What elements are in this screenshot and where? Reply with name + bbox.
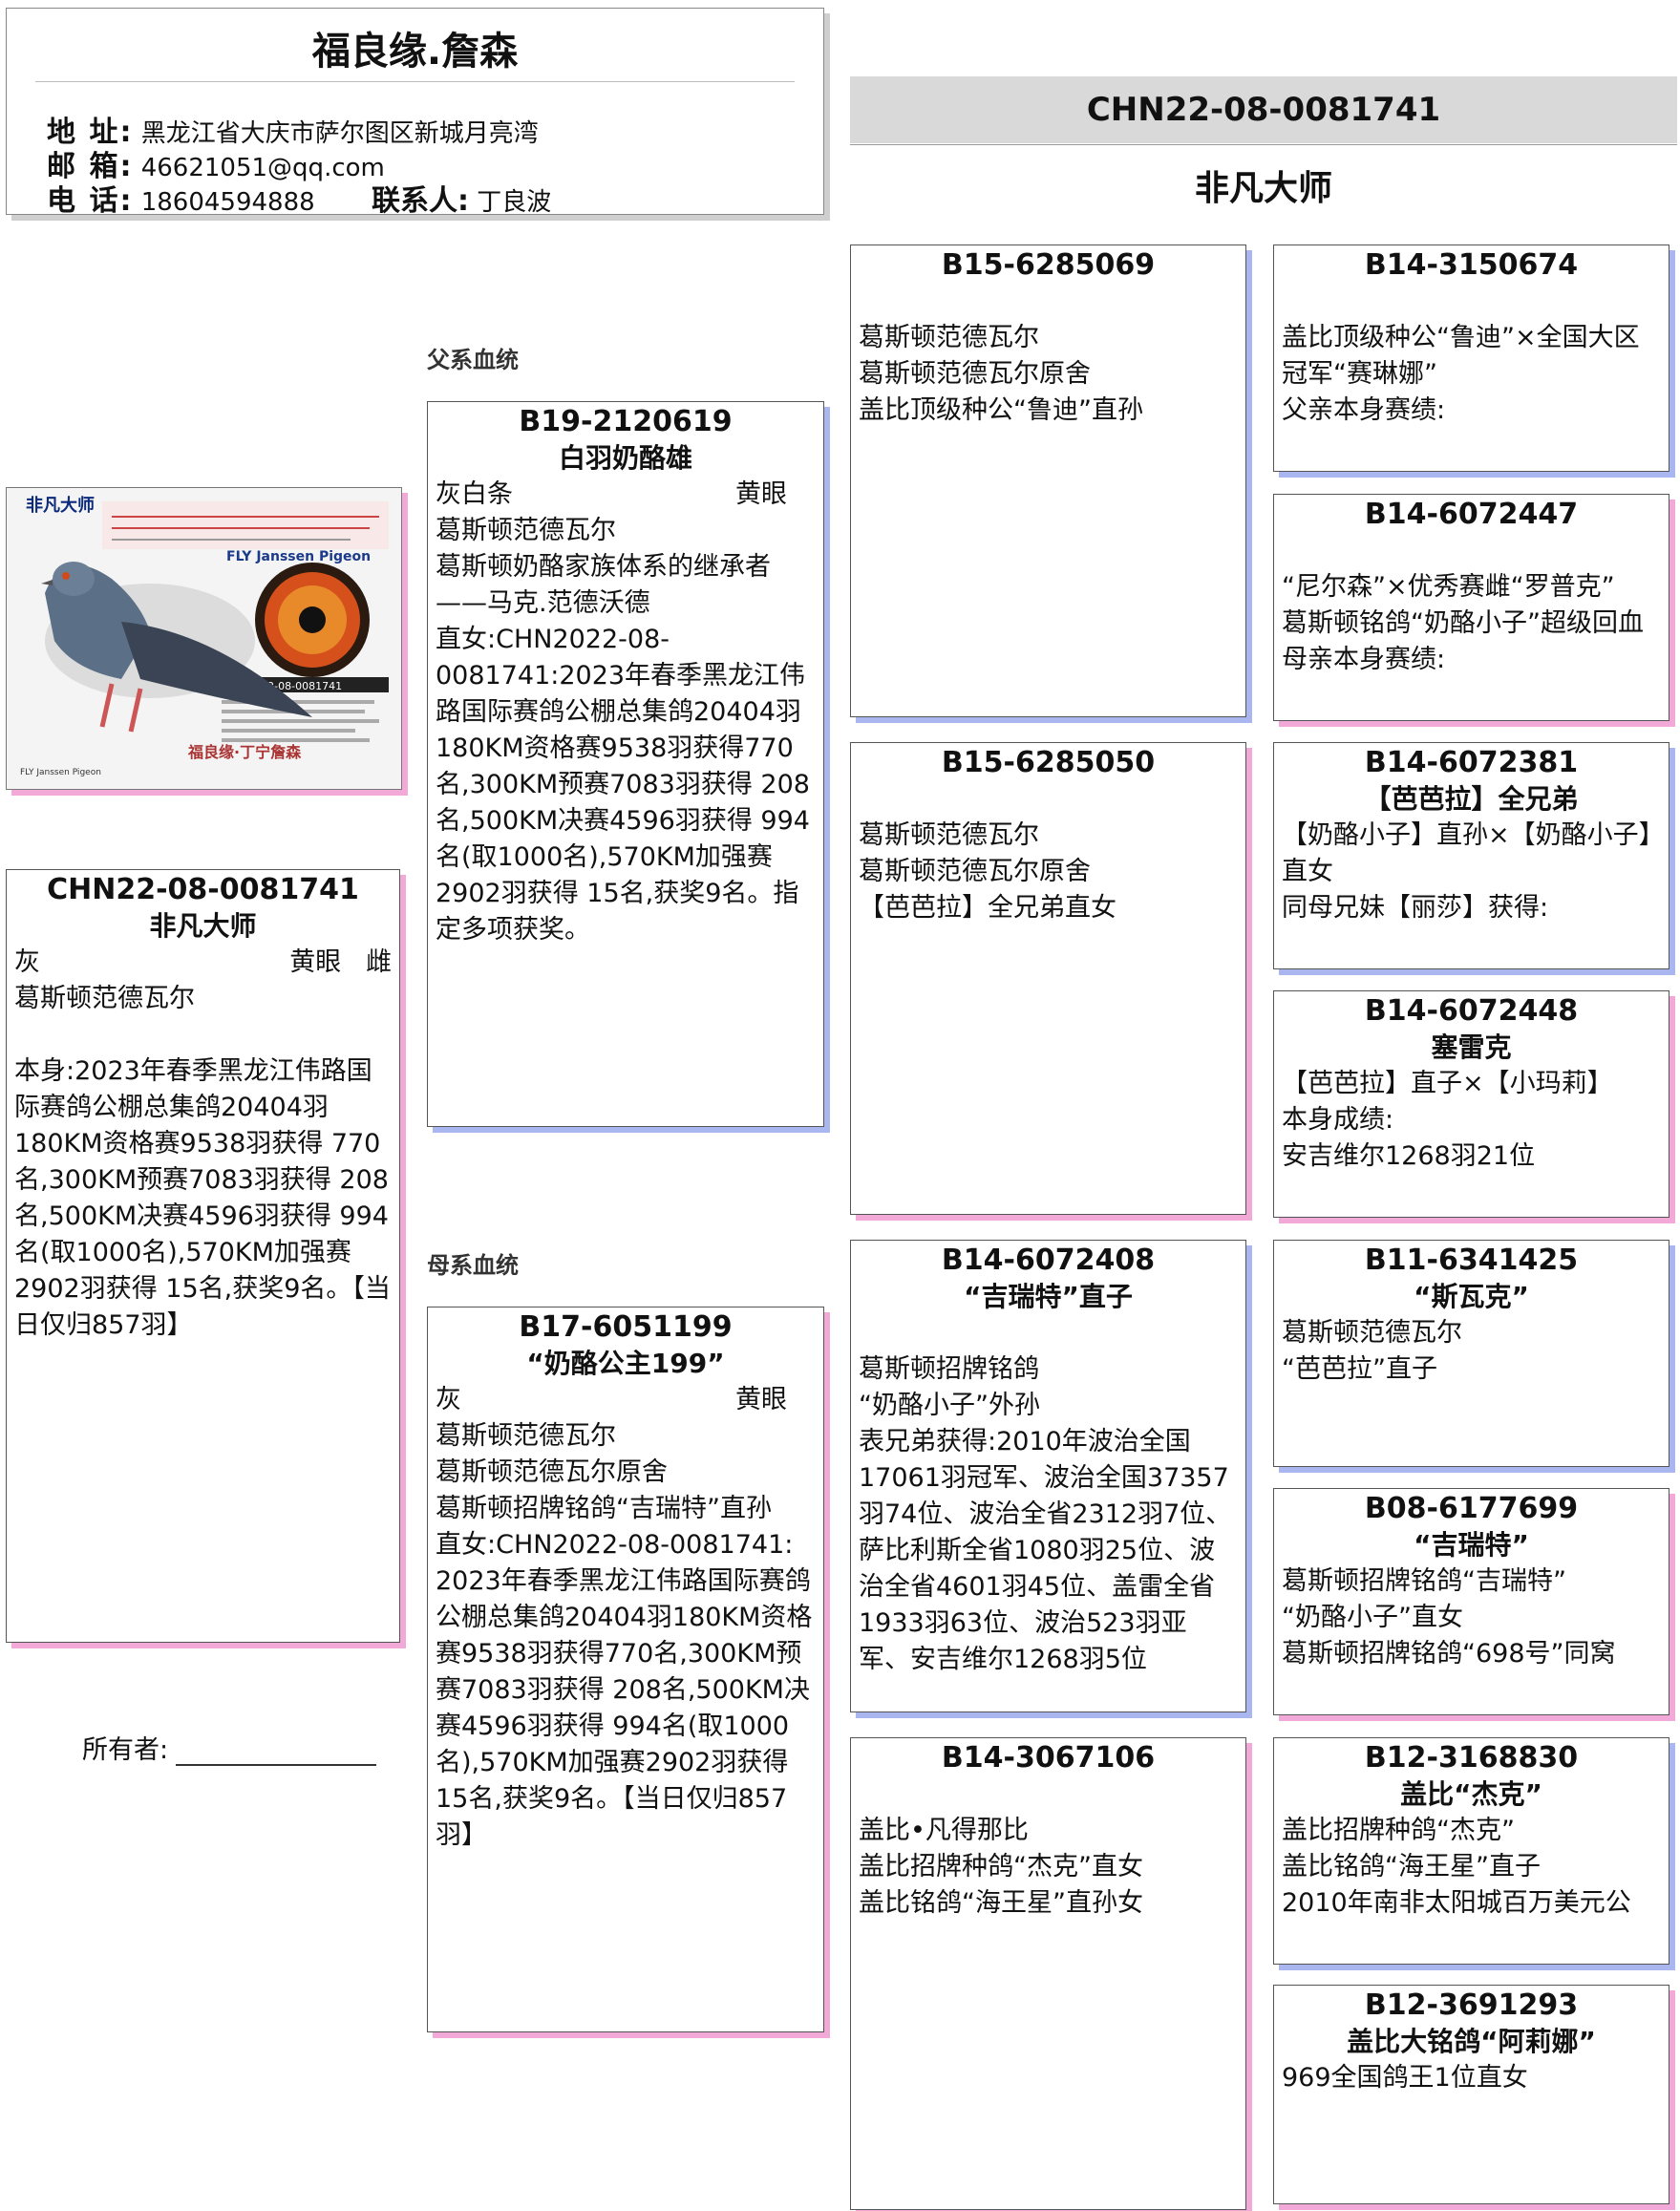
great-grandparent-card: B14-6072381 【芭芭拉】全兄弟 【奶酪小子】直孙×【奶酪小子】直女 同… — [1273, 742, 1669, 969]
dam-section-label: 母系血统 — [427, 1246, 519, 1280]
great-grandparent-name — [1274, 284, 1669, 320]
subject-eye-sex: 黄眼 雌 — [289, 945, 392, 981]
great-grandparent-card: B12-3168830 盖比“杰克” 盖比招牌种鸽“杰克” 盖比铭鸽“海王星”直… — [1273, 1737, 1669, 1965]
great-grandparent-name — [1274, 533, 1669, 569]
sire-attributes: 灰白条 黄眼 — [428, 477, 823, 513]
great-grandparent-body: 969全国鸽王1位直女 — [1274, 2060, 1669, 2096]
great-grandparent-name: 盖比“杰克” — [1274, 1776, 1669, 1813]
grandparent-card: B15-6285050 葛斯顿范德瓦尔 葛斯顿范德瓦尔原舍 【芭芭拉】全兄弟直女 — [850, 742, 1246, 1215]
ring-header-divider — [850, 144, 1677, 145]
grandparent-body: 盖比•凡得那比 盖比招牌种鸽“杰克”直女 盖比铭鸽“海王星”直孙女 — [851, 1813, 1245, 1922]
great-grandparent-name: 盖比大铭鸽“阿莉娜” — [1274, 2024, 1669, 2060]
photo-signature: 福良缘·丁宁詹森 — [187, 743, 302, 761]
great-grandparent-name: 塞雷克 — [1274, 1030, 1669, 1066]
breeder-info-box: 福良缘.詹森 地 址: 黑龙江省大庆市萨尔图区新城月亮湾 邮 箱: 466210… — [6, 8, 824, 215]
grandparent-card: B15-6285069 葛斯顿范德瓦尔 葛斯顿范德瓦尔原舍 盖比顶级种公“鲁迪”… — [850, 244, 1246, 717]
phone-row: 电 话: 18604594888 — [47, 177, 315, 219]
grandparent-card: B14-6072408 “吉瑞特”直子 葛斯顿招牌铭鸽 “奶酪小子”外孙 表兄弟… — [850, 1240, 1246, 1712]
great-grandparent-body: 葛斯顿范德瓦尔 “芭芭拉”直子 — [1274, 1315, 1669, 1388]
grandparent-name — [851, 781, 1245, 818]
sire-name: 白羽奶酪雄 — [428, 440, 823, 477]
great-grandparent-ring: B12-3168830 — [1274, 1740, 1669, 1776]
pigeon-photo-illustration: 非凡大师 FLY Janssen Pigeon CHN2022-08-00817… — [7, 488, 401, 789]
grandparent-card: B14-3067106 盖比•凡得那比 盖比招牌种鸽“杰克”直女 盖比铭鸽“海王… — [850, 1737, 1246, 2210]
dam-name: “奶酪公主199” — [428, 1346, 823, 1382]
dam-eye: 黄眼 — [735, 1382, 816, 1418]
great-grandparent-ring: B14-6072381 — [1274, 745, 1669, 781]
pigeon-photo: 非凡大师 FLY Janssen Pigeon CHN2022-08-00817… — [6, 487, 402, 790]
subject-lineage: 葛斯顿范德瓦尔 — [7, 981, 399, 1017]
subject-name-header: 非凡大师 — [850, 160, 1677, 210]
great-grandparent-ring: B08-6177699 — [1274, 1491, 1669, 1527]
subject-ring-header: CHN22-08-0081741 — [850, 76, 1677, 143]
grandparent-name — [851, 1776, 1245, 1813]
photo-title: 非凡大师 — [26, 495, 95, 516]
sire-ring: B19-2120619 — [428, 404, 823, 440]
great-grandparent-ring: B14-6072447 — [1274, 497, 1669, 533]
great-grandparent-body: 【芭芭拉】直子×【小玛莉】 本身成绩: 安吉维尔1268羽21位 — [1274, 1066, 1669, 1175]
sire-card: B19-2120619 白羽奶酪雄 灰白条 黄眼 葛斯顿范德瓦尔 葛斯顿奶酪家族… — [427, 401, 824, 1127]
phone-value: 18604594888 — [141, 188, 315, 217]
great-grandparent-body: 【奶酪小子】直孙×【奶酪小子】直女 同母兄妹【丽莎】获得: — [1274, 818, 1669, 926]
grandparent-ring: B14-3067106 — [851, 1740, 1245, 1776]
subject-spacer — [7, 1017, 399, 1053]
grandparent-body: 葛斯顿招牌铭鸽 “奶酪小子”外孙 表兄弟获得:2010年波治全国17061羽冠军… — [851, 1351, 1245, 1678]
contact-value: 丁良波 — [477, 188, 551, 217]
great-grandparent-name: “吉瑞特” — [1274, 1527, 1669, 1563]
grandparent-spacer — [851, 1315, 1245, 1351]
grandparent-ring: B15-6285069 — [851, 247, 1245, 284]
subject-attributes: 灰 黄眼 雌 — [7, 945, 399, 981]
great-grandparent-body: 盖比招牌种鸽“杰克” 盖比铭鸽“海王星”直子 2010年南非太阳城百万美元公 — [1274, 1813, 1669, 1922]
subject-name: 非凡大师 — [7, 908, 399, 945]
breeder-title: 福良缘.詹森 — [7, 20, 823, 75]
great-grandparent-ring: B14-6072448 — [1274, 993, 1669, 1030]
great-grandparent-name: “斯瓦克” — [1274, 1279, 1669, 1315]
great-grandparent-card: B14-3150674 盖比顶级种公“鲁迪”×全国大区冠军“赛琳娜” 父亲本身赛… — [1273, 244, 1669, 472]
grandparent-name — [851, 284, 1245, 320]
photo-brand: FLY Janssen Pigeon — [226, 549, 371, 564]
subject-card: CHN22-08-0081741 非凡大师 灰 黄眼 雌 葛斯顿范德瓦尔 本身:… — [6, 869, 400, 1643]
title-divider — [35, 81, 795, 82]
great-grandparent-card: B08-6177699 “吉瑞特” 葛斯顿招牌铭鸽“吉瑞特” “奶酪小子”直女 … — [1273, 1488, 1669, 1715]
grandparent-ring: B15-6285050 — [851, 745, 1245, 781]
sire-section-label: 父系血统 — [427, 341, 519, 374]
great-grandparent-card: B14-6072448 塞雷克 【芭芭拉】直子×【小玛莉】 本身成绩: 安吉维尔… — [1273, 990, 1669, 1218]
photo-footer: FLY Janssen Pigeon — [20, 768, 101, 777]
sire-eye: 黄眼 — [735, 477, 816, 513]
subject-record: 本身:2023年春季黑龙江伟路国际赛鸽公棚总集鸽20404羽180KM资格赛95… — [7, 1053, 399, 1344]
great-grandparent-body: 盖比顶级种公“鲁迪”×全国大区冠军“赛琳娜” 父亲本身赛绩: — [1274, 320, 1669, 429]
great-grandparent-card: B14-6072447 “尼尔森”×优秀赛雌“罗普克” 葛斯顿铭鸽“奶酪小子”超… — [1273, 494, 1669, 721]
great-grandparent-body: 葛斯顿招牌铭鸽“吉瑞特” “奶酪小子”直女 葛斯顿招牌铭鸽“698号”同窝 — [1274, 1563, 1669, 1672]
dam-card: B17-6051199 “奶酪公主199” 灰 黄眼 葛斯顿范德瓦尔 葛斯顿范德… — [427, 1307, 824, 2032]
great-grandparent-body: “尼尔森”×优秀赛雌“罗普克” 葛斯顿铭鸽“奶酪小子”超级回血 母亲本身赛绩: — [1274, 569, 1669, 678]
dam-color: 灰 — [436, 1382, 735, 1418]
grandparent-name: “吉瑞特”直子 — [851, 1279, 1245, 1315]
dam-attributes: 灰 黄眼 — [428, 1382, 823, 1418]
dam-ring: B17-6051199 — [428, 1309, 823, 1346]
sire-color: 灰白条 — [436, 477, 735, 513]
contact-row: 联系人: 丁良波 — [372, 177, 551, 219]
great-grandparent-ring: B11-6341425 — [1274, 1243, 1669, 1279]
grandparent-ring: B14-6072408 — [851, 1243, 1245, 1279]
owner-signature-line — [176, 1743, 376, 1766]
dam-body: 葛斯顿范德瓦尔 葛斯顿范德瓦尔原舍 葛斯顿招牌铭鸽“吉瑞特”直孙 直女:CHN2… — [428, 1418, 823, 1854]
contact-label: 联系人: — [372, 184, 469, 218]
great-grandparent-ring: B14-3150674 — [1274, 247, 1669, 284]
sire-body: 葛斯顿范德瓦尔 葛斯顿奶酪家族体系的继承者——马克.范德沃德 直女:CHN202… — [428, 513, 823, 948]
great-grandparent-ring: B12-3691293 — [1274, 1988, 1669, 2024]
great-grandparent-card: B12-3691293 盖比大铭鸽“阿莉娜” 969全国鸽王1位直女 — [1273, 1985, 1669, 2204]
grandparent-body: 葛斯顿范德瓦尔 葛斯顿范德瓦尔原舍 【芭芭拉】全兄弟直女 — [851, 818, 1245, 926]
owner-label: 所有者: — [82, 1735, 168, 1765]
grandparent-body: 葛斯顿范德瓦尔 葛斯顿范德瓦尔原舍 盖比顶级种公“鲁迪”直孙 — [851, 320, 1245, 429]
great-grandparent-card: B11-6341425 “斯瓦克” 葛斯顿范德瓦尔 “芭芭拉”直子 — [1273, 1240, 1669, 1467]
owner-field: 所有者: — [82, 1729, 376, 1766]
subject-ring: CHN22-08-0081741 — [7, 872, 399, 908]
great-grandparent-name: 【芭芭拉】全兄弟 — [1274, 781, 1669, 818]
subject-color: 灰 — [14, 945, 289, 981]
phone-label: 电 话: — [47, 184, 133, 218]
